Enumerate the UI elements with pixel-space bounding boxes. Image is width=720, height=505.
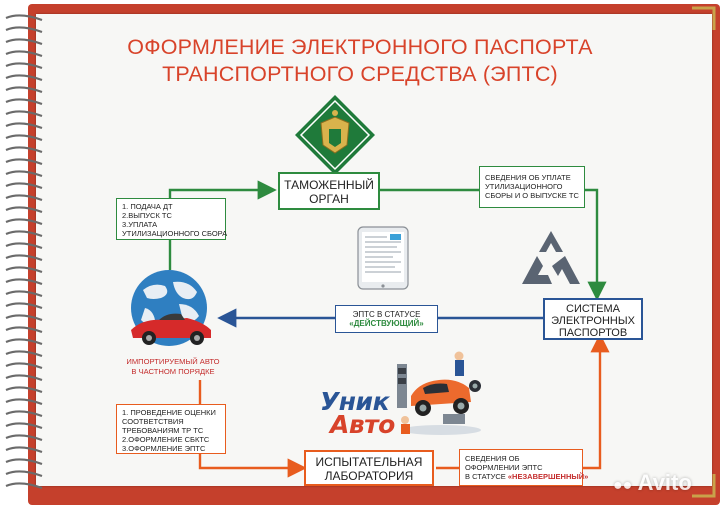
spiral-ring	[5, 290, 43, 298]
lab-info-2: ОФОРМЛЕНИИ ЭПТС	[465, 463, 543, 472]
spiral-ring	[5, 134, 43, 142]
customs-emblem-icon	[295, 95, 375, 175]
spiral-ring	[5, 302, 43, 310]
lab-step-2: СООТВЕТСТВИЯ	[122, 417, 184, 426]
imported-car-globe-icon	[131, 270, 211, 346]
spiral-ring	[5, 470, 43, 478]
lab-line-1: ИСПЫТАТЕЛЬНАЯ	[315, 455, 423, 469]
spiral-ring	[5, 446, 43, 454]
customs-line-1: ТАМОЖЕННЫЙ	[284, 178, 374, 192]
title-line-2: ТРАНСПОРТНОГО СРЕДСТВА (ЭПТС)	[162, 62, 558, 86]
spiral-ring	[5, 38, 43, 46]
customs-step-1: 1. ПОДАЧА ДТ	[122, 202, 173, 211]
spiral-ring	[5, 326, 43, 334]
spiral-ring	[5, 74, 43, 82]
system-line-3: ПАСПОРТОВ	[558, 327, 628, 339]
spiral-ring	[5, 26, 43, 34]
spiral-ring	[5, 194, 43, 202]
customs-line-2: ОРГАН	[309, 192, 349, 206]
avito-watermark-text: Avito	[637, 470, 692, 495]
spiral-ring	[5, 86, 43, 94]
spiral-ring	[5, 98, 43, 106]
spiral-ring	[5, 350, 43, 358]
lab-node: ИСПЫТАТЕЛЬНАЯ ЛАБОРАТОРИЯ	[304, 450, 434, 486]
payment-info-3: СБОРЫ И О ВЫПУСКЕ ТС	[485, 191, 579, 200]
brand-line-1: Уник	[320, 387, 390, 416]
lab-line-2: ЛАБОРАТОРИЯ	[324, 469, 414, 483]
epts-status-label: ЭПТС В СТАТУСЕ «ДЕЙСТВУЮЩИЙ»	[335, 305, 438, 333]
spiral-ring	[5, 410, 43, 418]
brand-line-2: Авто	[330, 410, 395, 439]
spiral-ring	[5, 158, 43, 166]
spiral-ring	[5, 182, 43, 190]
spiral-ring	[5, 374, 43, 382]
system-node: СИСТЕМА ЭЛЕКТРОННЫХ ПАСПОРТОВ	[543, 298, 643, 340]
spiral-ring	[5, 62, 43, 70]
page-title: ОФОРМЛЕНИЕ ЭЛЕКТРОННОГО ПАСПОРТА ТРАНСПО…	[60, 34, 660, 88]
lab-info-value: «НЕЗАВЕРШЕННЫЙ»	[507, 472, 589, 481]
lab-step-5: 3.ОФОРМЛЕНИЕ ЭПТС	[122, 444, 206, 453]
spiral-ring	[5, 110, 43, 118]
import-caption-2: В ЧАСТНОМ ПОРЯДКЕ	[131, 367, 215, 376]
import-caption-1: ИМПОРТИРУЕМЫЙ АВТО	[126, 357, 220, 366]
lab-steps-note: 1. ПРОВЕДЕНИЕ ОЦЕНКИ СООТВЕТСТВИЯ ТРЕБОВ…	[116, 404, 226, 454]
spiral-ring	[5, 362, 43, 370]
import-caption: ИМПОРТИРУЕМЫЙ АВТО В ЧАСТНОМ ПОРЯДКЕ	[118, 357, 228, 377]
system-line-1: СИСТЕМА	[566, 303, 620, 315]
spiral-ring	[5, 266, 43, 274]
customs-step-4: УТИЛИЗАЦИОННОГО СБОРА	[122, 229, 228, 238]
brand-logo: Уник Авто	[320, 387, 395, 439]
spiral-ring	[5, 122, 43, 130]
customs-step-2: 2.ВЫПУСК ТС	[122, 211, 172, 220]
tablet-document-icon	[357, 226, 409, 290]
spiral-ring	[5, 206, 43, 214]
spiral-ring	[5, 146, 43, 154]
customs-steps-note: 1. ПОДАЧА ДТ 2.ВЫПУСК ТС 3.УПЛАТА УТИЛИЗ…	[116, 198, 228, 240]
payment-info-note: СВЕДЕНИЯ ОБ УПЛАТЕ УТИЛИЗАЦИОННОГО СБОРЫ…	[479, 166, 585, 208]
recycle-triangle-icon	[522, 231, 580, 284]
payment-info-2: УТИЛИЗАЦИОННОГО	[485, 182, 563, 191]
spiral-ring	[5, 218, 43, 226]
spiral-ring	[5, 314, 43, 322]
spiral-binding	[5, 14, 43, 490]
title-line-1: ОФОРМЛЕНИЕ ЭЛЕКТРОННОГО ПАСПОРТА	[127, 35, 593, 59]
lab-info-note: СВЕДЕНИЯ ОБ ОФОРМЛЕНИИ ЭПТС В СТАТУСЕ «Н…	[459, 449, 588, 486]
lab-step-1: 1. ПРОВЕДЕНИЕ ОЦЕНКИ	[122, 408, 216, 417]
lab-step-3: ТРЕБОВАНИЯМ ТР ТС	[122, 426, 204, 435]
lab-info-prefix: В СТАТУСЕ	[465, 472, 508, 481]
epts-status-value: «ДЕЙСТВУЮЩИЙ»	[349, 319, 424, 328]
spiral-ring	[5, 170, 43, 178]
corner-clip-top	[692, 6, 716, 30]
lab-info-3: В СТАТУСЕ «НЕЗАВЕРШЕННЫЙ»	[465, 472, 588, 481]
spiral-ring	[5, 278, 43, 286]
spiral-ring	[5, 254, 43, 262]
spiral-ring	[5, 50, 43, 58]
spiral-ring	[5, 338, 43, 346]
spiral-ring	[5, 458, 43, 466]
spiral-ring	[5, 386, 43, 394]
spiral-ring	[5, 242, 43, 250]
avito-watermark: ●● Avito	[613, 470, 692, 496]
spiral-ring	[5, 434, 43, 442]
avito-dots-icon: ●●	[613, 477, 633, 494]
lab-step-4: 2.ОФОРМЛЕНИЕ СБКТС	[122, 435, 210, 444]
workshop-illustration	[397, 351, 481, 435]
customs-step-3: 3.УПЛАТА	[122, 220, 158, 229]
system-line-2: ЭЛЕКТРОННЫХ	[551, 315, 635, 327]
payment-info-1: СВЕДЕНИЯ ОБ УПЛАТЕ	[485, 173, 571, 182]
epts-status-prefix: ЭПТС В СТАТУСЕ	[352, 310, 421, 319]
spiral-ring	[5, 422, 43, 430]
spiral-ring	[5, 230, 43, 238]
spiral-ring	[5, 398, 43, 406]
customs-node: ТАМОЖЕННЫЙ ОРГАН	[278, 172, 380, 210]
corner-clip-bottom	[692, 474, 716, 498]
spiral-ring	[5, 14, 43, 22]
arrow-globe-to-customs	[168, 180, 277, 270]
lab-info-1: СВЕДЕНИЯ ОБ	[465, 454, 520, 463]
spiral-ring	[5, 482, 43, 490]
arrow-customs-to-system	[380, 188, 607, 301]
